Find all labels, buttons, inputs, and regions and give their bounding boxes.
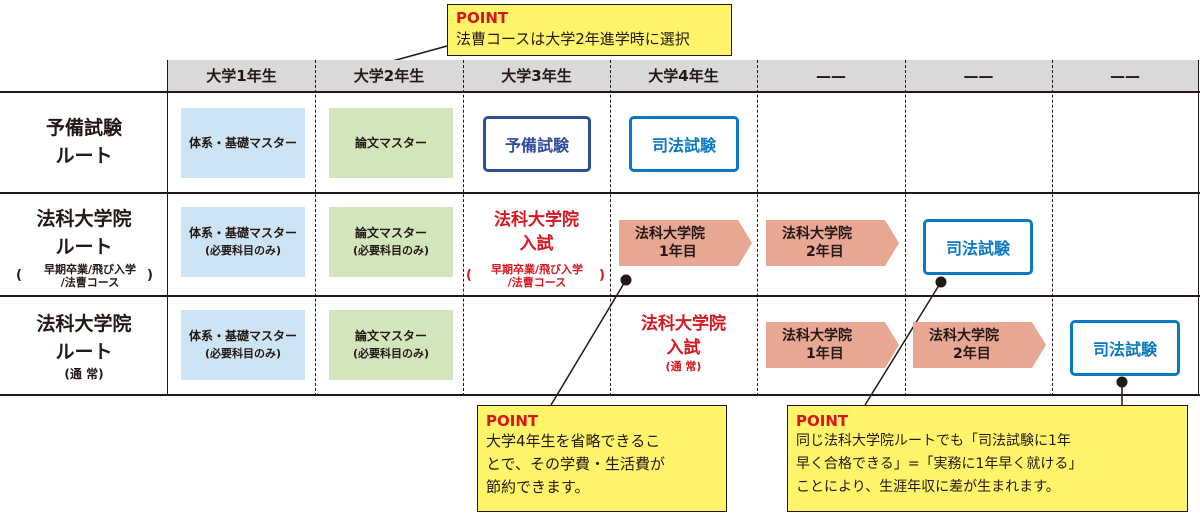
col-divider [757,60,758,396]
col-divider [463,60,464,396]
row-head-divider [167,60,168,396]
early-bar-exam-box: 司法試験 [923,219,1033,275]
right-point-callout: POINT 同じ法科大学院ルートでも「司法試験に1年 早く合格できる」=「実務に… [787,405,1188,512]
right-point-dot-2 [1116,376,1128,388]
yobi-essay-box: 論文マスター [329,108,453,178]
middle-point-dot [620,274,632,286]
header-year2: 大学2年生 [353,67,425,85]
normal-grad-year2-arrow: 法科大学院 2年目 [913,322,1046,368]
header-extra2: —— [963,67,994,85]
normal-grad-year1-arrow: 法科大学院 1年目 [766,322,899,368]
early-basics-box: 体系・基礎マスター (必要科目のみ) [181,207,305,277]
yobi-preliminary-exam-box: 予備試験 [483,116,591,172]
header-year4: 大学4年生 [648,67,719,85]
header-year1: 大学1年生 [206,67,277,85]
right-point-dot-1 [935,276,947,288]
normal-bar-exam-box: 司法試験 [1070,320,1180,376]
early-grad-year1-arrow: 法科大学院 1年目 [619,220,752,266]
header-bar [168,60,1198,92]
row-title-normal: 法科大学院 ルート [36,313,132,363]
col-divider [610,60,611,396]
early-essay-box: 論文マスター (必要科目のみ) [329,207,453,277]
col-divider [315,60,316,396]
early-entrance-note: ( 早期卒業/飛び入学 /法曹コース ) [466,263,605,289]
table-right-border [1198,60,1199,396]
row-note-normal: (通 常) [64,367,104,381]
header-extra1: —— [816,67,846,85]
header-extra3: —— [1110,67,1140,85]
row-title-yobi: 予備試験 ルート [45,117,122,167]
table-bottom-border [0,394,1200,396]
header-year3: 大学3年生 [501,67,572,85]
right-point-leader-1 [864,281,942,406]
yobi-basics-box: 体系・基礎マスター [181,108,305,178]
row-divider-2 [0,295,1200,297]
middle-point-leader [550,279,627,406]
normal-entrance-exam: 法科大学院 入試 (通 常) [641,314,726,373]
early-entrance-exam: 法科大学院 入試 [494,210,579,254]
normal-essay-box: 論文マスター (必要科目のみ) [329,310,453,380]
col-divider [1052,60,1053,396]
top-point-callout: POINT 法曹コースは大学2年進学時に選択 [447,4,732,56]
row-note-early: ( 早期卒業/飛び入学 /法曹コース ) [16,263,153,289]
row-divider-1 [0,192,1200,194]
normal-basics-box: 体系・基礎マスター (必要科目のみ) [181,310,305,380]
early-grad-year2-arrow: 法科大学院 2年目 [766,220,899,266]
table-top-border [0,91,1200,93]
middle-point-callout: POINT 大学4年生を省略できるこ とで、その学費・生活費が 節約できます。 [477,405,727,512]
col-divider [905,60,906,396]
yobi-bar-exam-box: 司法試験 [629,116,739,172]
row-title-early: 法科大学院 ルート [36,208,132,258]
